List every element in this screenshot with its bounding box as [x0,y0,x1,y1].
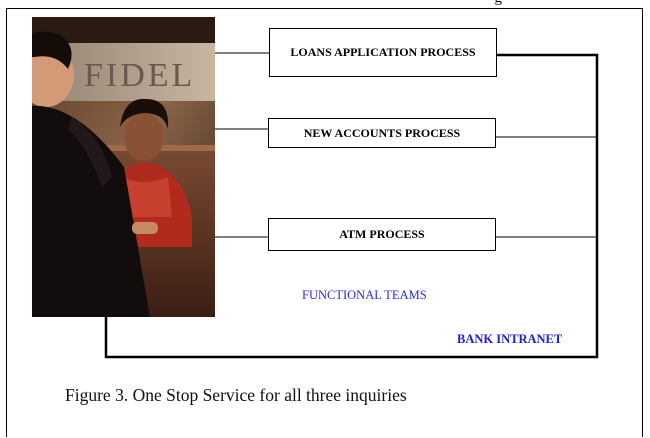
bank-photo-image: FIDEL [32,17,215,317]
atm-process-box: ATM PROCESS [268,218,496,251]
bank-photo: FIDEL [32,17,215,317]
atm-process-label: ATM PROCESS [339,227,425,241]
intranet-bus-line [104,53,599,359]
new-accounts-process-label: NEW ACCOUNTS PROCESS [303,125,461,140]
loans-application-process-box: LOANS APPLICATION PROCESS [269,28,497,77]
figure-caption: Figure 3. One Stop Service for all three… [65,385,407,405]
new-accounts-process-box: NEW ACCOUNTS PROCESS [268,118,496,148]
fidel-sign-text: FIDEL [84,57,195,94]
functional-teams-label: FUNCTIONAL TEAMS [302,288,427,302]
top-cropped-text: g [0,0,650,7]
cropped-heading-fragment: g [495,0,503,7]
figure-frame [6,8,643,437]
bank-intranet-label: BANK INTRANET [457,332,563,346]
loans-application-process-label: LOANS APPLICATION PROCESS [290,45,476,59]
